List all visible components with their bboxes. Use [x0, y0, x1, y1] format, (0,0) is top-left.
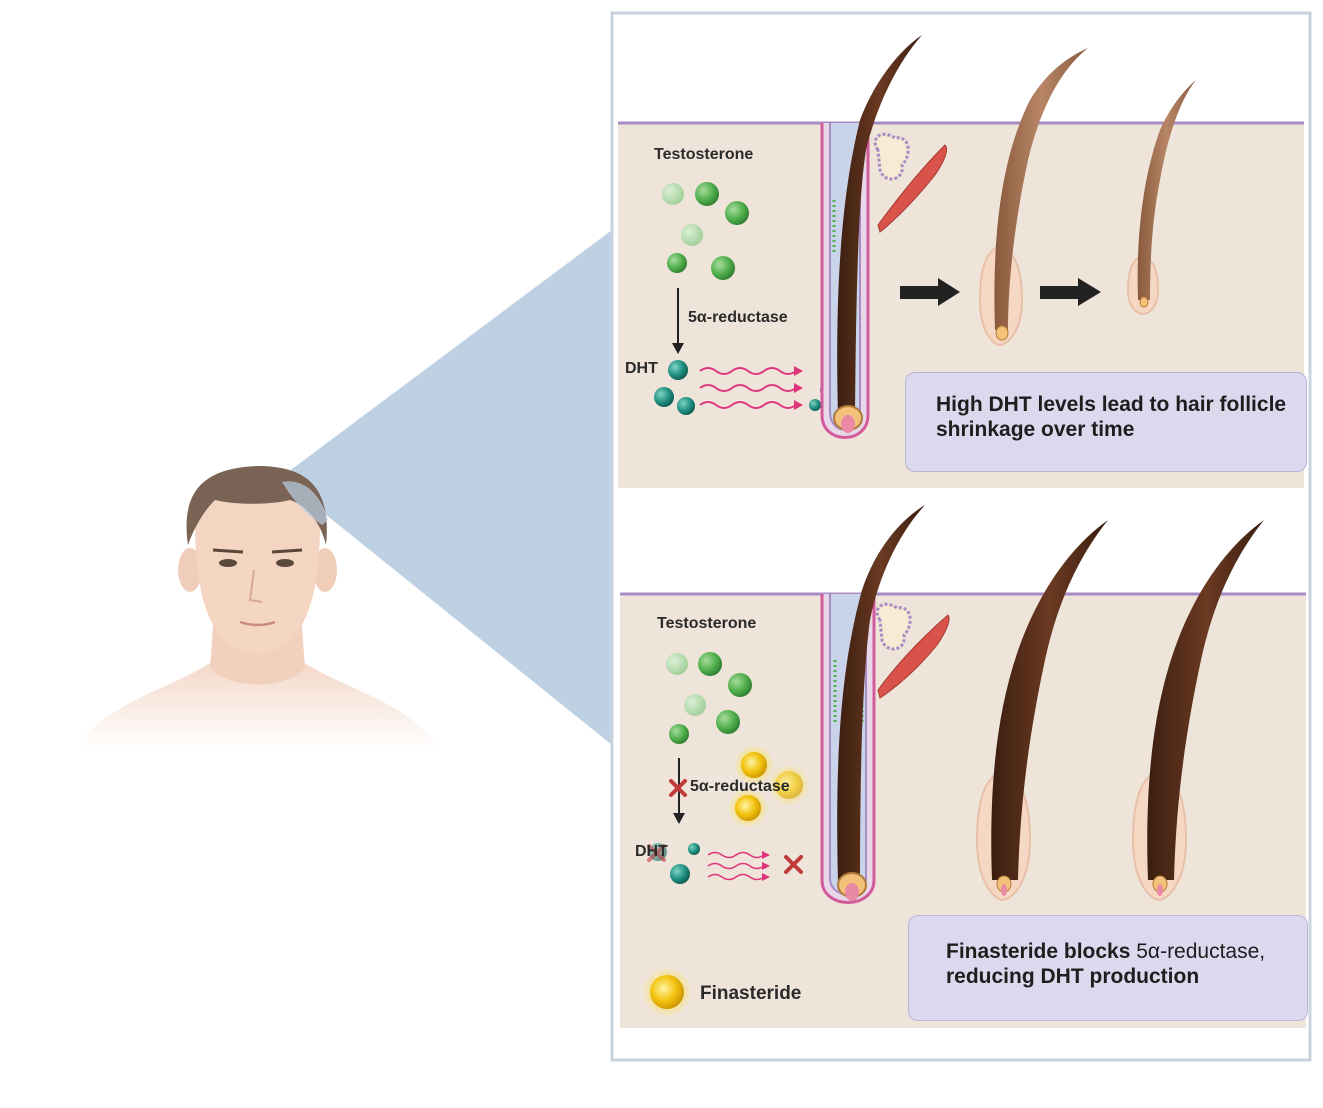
testosterone-molecules-bottom	[666, 652, 752, 744]
bottom-caption-box	[908, 915, 1308, 1021]
dht-label-top: DHT	[625, 360, 658, 377]
bottom-caption-enzyme: 5α-reductase,	[1136, 940, 1266, 963]
hair-follicle-bottom-icon	[820, 505, 950, 904]
top-caption-box	[905, 372, 1307, 472]
shrinking-hair-follicle-1	[978, 48, 1088, 347]
hair-follicle-icon	[820, 35, 948, 439]
top-caption-text: High DHT levels lead to hair follicle sh…	[936, 393, 1287, 441]
bottom-caption-text: Finasteride blocks 5α-reductase, reducin…	[946, 939, 1296, 989]
enzyme-label-top: 5α-reductase	[688, 309, 788, 326]
enzyme-label-bottom: 5α-reductase	[690, 778, 790, 795]
arrow-right-icon	[900, 278, 1101, 306]
finasteride-molecules	[728, 745, 810, 828]
person-head-icon	[75, 466, 440, 748]
finasteride-legend-icon	[642, 967, 692, 1017]
testosterone-label-top: Testosterone	[654, 146, 754, 163]
testosterone-label-bottom: Testosterone	[657, 615, 757, 632]
conversion-arrow-top	[672, 288, 684, 354]
signal-waves-top	[699, 366, 803, 410]
bottom-caption-bold: Finasteride blocks	[946, 940, 1131, 963]
healthy-hair-follicle-2	[1131, 520, 1264, 902]
zoom-cone	[280, 230, 612, 745]
testosterone-molecules-top	[662, 182, 749, 280]
bottom-caption-line2: reducing DHT production	[946, 965, 1200, 988]
block-x-icon	[647, 779, 803, 874]
healthy-hair-follicle-1	[975, 520, 1108, 902]
dht-label-bottom: DHT	[635, 843, 668, 860]
shrinking-hair-follicle-2	[1126, 80, 1196, 316]
finasteride-legend-label: Finasteride	[700, 983, 802, 1004]
signal-waves-bottom	[707, 851, 770, 881]
